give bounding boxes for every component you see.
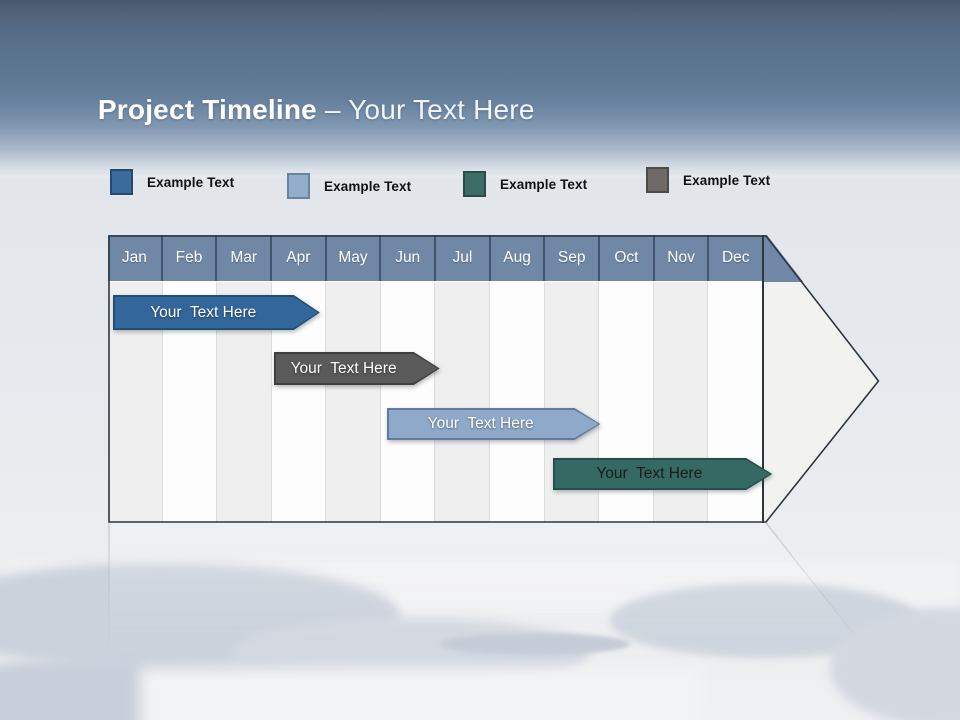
- month-header-jul: Jul: [434, 235, 489, 281]
- gantt-bar-label: Your Text Here: [596, 465, 703, 482]
- month-column: [490, 282, 545, 523]
- legend-label: Example Text: [683, 172, 771, 188]
- month-header-row: Jan Feb Mar Apr May Jun Jul Aug Sep Oct …: [108, 235, 762, 282]
- treeline-shape: [440, 633, 630, 655]
- legend-swatch-blue: [110, 169, 133, 195]
- month-header-jan: Jan: [121, 249, 147, 266]
- header-gradient-background: [0, 0, 960, 178]
- gantt-bar-shape: Your Text Here: [113, 295, 320, 330]
- legend-swatch-gray: [646, 167, 669, 193]
- legend-label: Example Text: [324, 178, 412, 194]
- legend-swatch-lightblue: [287, 173, 310, 199]
- legend-item-2[interactable]: Example Text: [287, 173, 411, 199]
- gantt-bar-label: Your Text Here: [150, 303, 257, 321]
- month-header-jun: Jun: [379, 235, 434, 281]
- month-header-mar: Mar: [215, 235, 270, 281]
- month-header-dec: Dec: [707, 235, 762, 281]
- gantt-bar-label: Your Text Here: [427, 415, 534, 432]
- gantt-bar-label: Your Text Here: [290, 359, 397, 377]
- legend-item-3[interactable]: Example Text: [463, 171, 587, 197]
- gantt-bar-gray[interactable]: Your Text Here: [274, 352, 440, 385]
- month-header-aug: Aug: [488, 235, 544, 281]
- timeline-chart: Jan Feb Mar Apr May Jun Jul Aug Sep Oct …: [108, 235, 880, 523]
- gantt-bar-teal[interactable]: Your Text Here: [553, 458, 773, 490]
- legend-item-4[interactable]: Example Text: [646, 167, 770, 193]
- legend-label: Example Text: [147, 174, 235, 190]
- legend-swatch-teal: [463, 171, 486, 197]
- month-column: [435, 282, 491, 523]
- legend-item-1[interactable]: Example Text: [110, 169, 234, 195]
- month-header-oct: Oct: [598, 235, 653, 281]
- timeline-reflection: [108, 523, 879, 683]
- month-header-apr: Apr: [270, 235, 325, 281]
- month-header-may: May: [324, 235, 380, 281]
- legend-label: Example Text: [500, 176, 588, 192]
- month-column: [326, 282, 381, 523]
- month-header-nov: Nov: [652, 235, 708, 281]
- gantt-bar-shape: Your Text Here: [553, 458, 773, 490]
- month-column: [380, 282, 436, 523]
- gantt-bar-shape: Your Text Here: [274, 352, 440, 385]
- timeline-arrow-body: Jan Feb Mar Apr May Jun Jul Aug Sep Oct …: [108, 235, 880, 523]
- month-header-arrow-extension: [762, 235, 880, 282]
- title-placeholder-text: – Your Text Here: [316, 94, 535, 125]
- month-header-feb: Feb: [160, 235, 216, 281]
- month-header-sep: Sep: [543, 235, 598, 281]
- water-highlight-band: [140, 668, 700, 720]
- gantt-bar-blue[interactable]: Your Text Here: [113, 295, 320, 330]
- gantt-bar-shape: Your Text Here: [387, 408, 601, 440]
- slide-title[interactable]: Project Timeline – Your Text Here: [66, 62, 535, 158]
- title-primary-text: Project Timeline: [97, 94, 317, 125]
- gantt-bar-lightblue[interactable]: Your Text Here: [387, 408, 601, 440]
